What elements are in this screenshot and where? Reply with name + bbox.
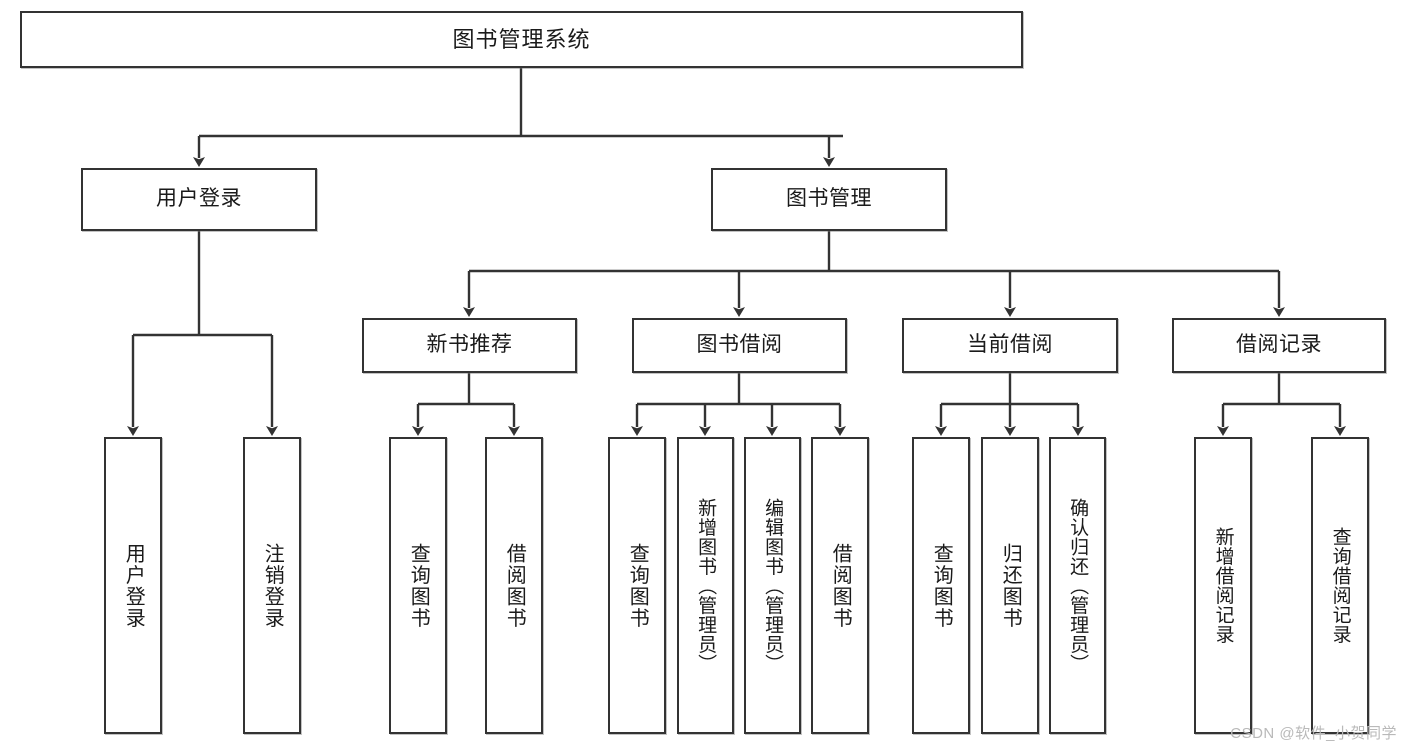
node-leaf-logout-login[interactable]: 注销登录 — [243, 437, 301, 734]
node-label: 当前借阅 — [967, 333, 1053, 357]
node-leaf-return-book[interactable]: 归还图书 — [981, 437, 1039, 734]
node-label: 归还图书 — [999, 542, 1022, 629]
node-label: 编辑图书（管理员） — [762, 497, 784, 674]
node-label: 查询图书 — [930, 542, 953, 629]
node-user-login[interactable]: 用户登录 — [81, 168, 317, 231]
node-label: 借阅图书 — [829, 542, 852, 629]
node-leaf-user-login[interactable]: 用户登录 — [104, 437, 162, 734]
node-label: 注销登录 — [261, 542, 284, 629]
node-book-management[interactable]: 图书管理 — [711, 168, 947, 231]
node-label: 新增借阅记录 — [1212, 527, 1234, 644]
node-label: 新增图书（管理员） — [695, 497, 717, 674]
node-label: 借阅记录 — [1236, 333, 1322, 357]
node-label: 查询图书 — [407, 542, 430, 629]
node-borrow-record[interactable]: 借阅记录 — [1172, 318, 1386, 373]
node-label: 借阅图书 — [503, 542, 526, 629]
node-leaf-borrow-book-2[interactable]: 借阅图书 — [811, 437, 869, 734]
node-leaf-query-book-1[interactable]: 查询图书 — [389, 437, 447, 734]
node-leaf-add-record[interactable]: 新增借阅记录 — [1194, 437, 1252, 734]
node-label: 新书推荐 — [426, 333, 513, 357]
node-label: 图书借阅 — [696, 333, 783, 357]
node-book-borrow[interactable]: 图书借阅 — [632, 318, 847, 373]
node-leaf-query-book-2[interactable]: 查询图书 — [608, 437, 666, 734]
node-label: 查询借阅记录 — [1329, 527, 1351, 644]
node-root-book-management-system[interactable]: 图书管理系统 — [20, 11, 1023, 68]
node-label: 用户登录 — [156, 187, 242, 211]
node-leaf-query-book-3[interactable]: 查询图书 — [912, 437, 970, 734]
csdn-watermark: CSDN @软件_小贺同学 — [1230, 725, 1397, 742]
node-label: 用户登录 — [122, 542, 145, 629]
node-new-book-recommend[interactable]: 新书推荐 — [362, 318, 577, 373]
node-label: 图书管理 — [786, 187, 872, 211]
node-leaf-confirm-return[interactable]: 确认归还（管理员） — [1049, 437, 1106, 734]
node-leaf-add-book[interactable]: 新增图书（管理员） — [677, 437, 734, 734]
node-leaf-borrow-book-1[interactable]: 借阅图书 — [485, 437, 543, 734]
node-leaf-edit-book[interactable]: 编辑图书（管理员） — [744, 437, 801, 734]
node-current-borrow[interactable]: 当前借阅 — [902, 318, 1118, 373]
node-leaf-query-record[interactable]: 查询借阅记录 — [1311, 437, 1369, 734]
node-label: 确认归还（管理员） — [1067, 497, 1089, 674]
node-label: 图书管理系统 — [452, 26, 591, 52]
node-label: 查询图书 — [626, 542, 649, 629]
